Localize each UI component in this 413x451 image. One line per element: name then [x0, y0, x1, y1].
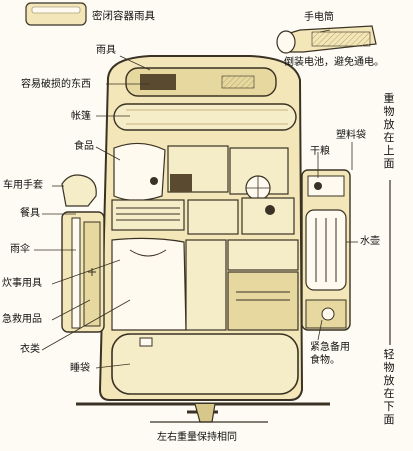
- label-umbrella: 雨伞: [10, 244, 30, 255]
- label-water-bottle: 水壶: [360, 236, 380, 247]
- label-flashlight: 手电筒: [304, 12, 334, 23]
- label-flashlight-note: 倒装电池，避免通电。: [284, 57, 384, 68]
- label-utensils: 餐具: [20, 208, 40, 219]
- label-rain-gear: 雨具: [96, 45, 116, 56]
- flashlight-icon: [276, 25, 377, 54]
- label-food: 食品: [74, 141, 94, 152]
- label-fragile: 容易破损的东西: [21, 79, 91, 90]
- label-tent: 帐篷: [71, 111, 91, 122]
- label-plastic-bag: 塑料袋: [336, 130, 366, 141]
- label-sleeping-bag: 睡袋: [70, 363, 90, 374]
- tent-roll: [113, 103, 297, 131]
- right-side-pocket: [301, 169, 351, 331]
- label-emergency-food-1: 紧急备用: [310, 342, 350, 353]
- sleeping-bag: [111, 333, 299, 395]
- label-sealed-rain-container: 密闭容器雨具: [92, 10, 155, 22]
- left-side-pocket: [61, 211, 105, 333]
- label-gloves: 车用手套: [3, 180, 43, 191]
- label-emergency-food-2: 食物。: [310, 355, 340, 366]
- label-cookware: 炊事用具: [2, 278, 42, 289]
- rain-gear-roll: [125, 67, 277, 97]
- gloves-icon: [61, 174, 97, 207]
- leader-lines: [34, 29, 358, 369]
- label-first-aid: 急救用品: [2, 314, 42, 325]
- label-balance: 左右重量保持相同: [157, 432, 237, 443]
- label-dry-food: 干粮: [310, 146, 330, 157]
- label-heavy-top: 重物放在上面: [383, 92, 395, 170]
- sealed-container-icon: [25, 2, 87, 26]
- clothes-items: [111, 237, 299, 331]
- utensil-cookware-band: [111, 197, 295, 235]
- food-items: [113, 142, 289, 202]
- label-light-bottom: 轻物放在下面: [383, 348, 395, 426]
- label-clothes: 衣类: [20, 344, 40, 355]
